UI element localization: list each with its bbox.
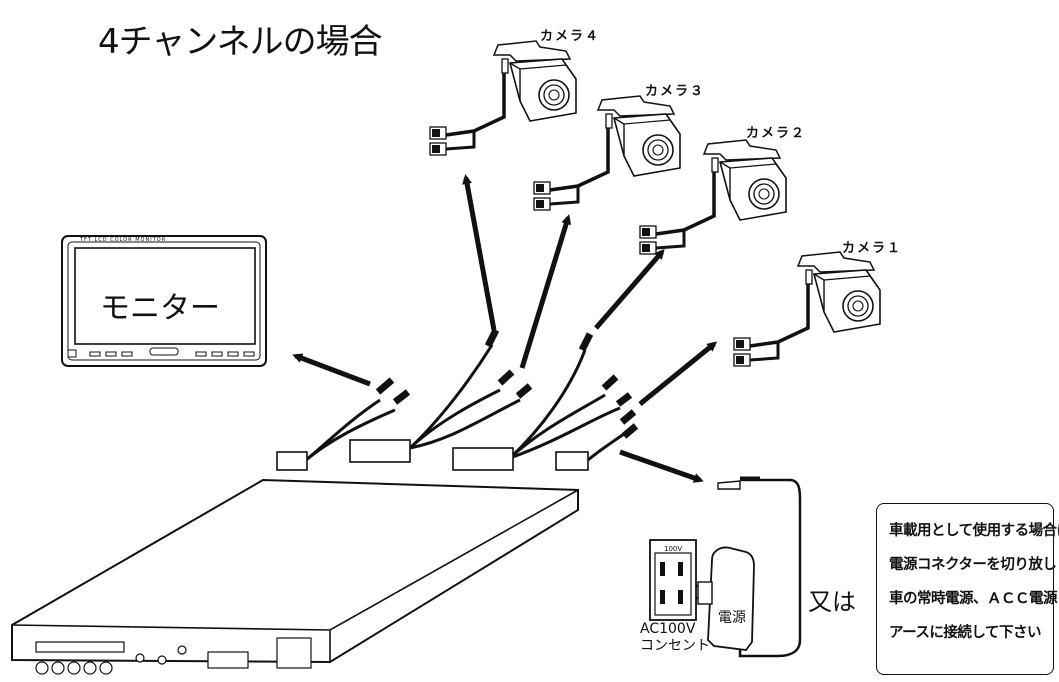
or-text: 又は [808,588,856,616]
camera-1 [732,250,882,368]
harness-connector-1 [276,451,308,471]
camera-3-label: カメラ３ [645,84,706,99]
note-line-1: 車載用として使用する場合は [889,523,1059,539]
wall-outlet [649,539,697,621]
harness-block-1 [349,439,411,463]
harness-block-2 [452,447,514,471]
vehicle-use-note: 車載用として使用する場合は 電源コネクターを切り放し 車の常時電源、ＡＣＣ電源 … [876,503,1059,675]
monitor-brand: TFT LCD COLOR MONITOR [80,237,167,243]
outlet-voltage-mark: 100V [664,545,683,553]
page-title: 4チャンネルの場合 [98,22,383,62]
monitor [61,235,267,367]
harness-connector-2 [555,451,589,471]
monitor-label: モニター [100,291,220,326]
recorder-unit [11,478,579,675]
note-line-3: 車の常時電源、ＡＣＣ電源 [889,591,1058,607]
camera-4-label: カメラ４ [540,29,601,44]
outlet-label: AC100V コンセント [640,621,710,655]
arrows [292,174,718,483]
outlet-label-line1: AC100V [640,621,696,637]
camera-1-label: カメラ１ [842,241,903,256]
adapter-label: 電源 [718,610,746,626]
power-adapter [686,476,802,658]
outlet-label-line2: コンセント [640,638,710,654]
camera-4 [428,39,578,157]
camera-2-label: カメラ２ [746,126,807,141]
cable-harness [305,328,639,462]
note-line-2: 電源コネクターを切り放し [889,557,1057,573]
note-line-4: アースに接続して下さい [889,625,1041,641]
